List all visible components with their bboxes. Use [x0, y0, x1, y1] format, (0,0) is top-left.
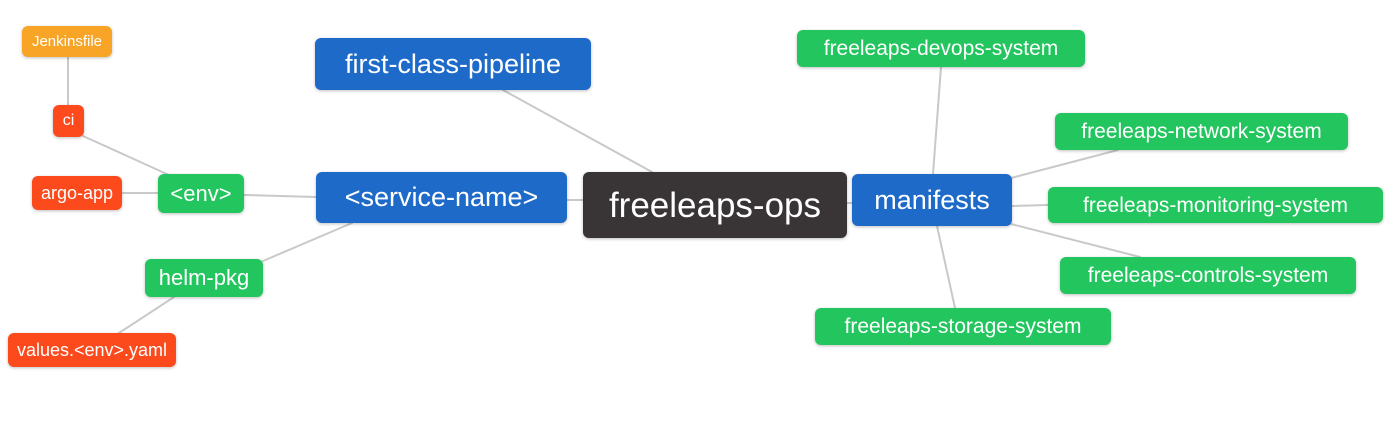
mindmap-node-monitoring-system[interactable]: freeleaps-monitoring-system	[1048, 187, 1383, 223]
mindmap-node-helm-pkg[interactable]: helm-pkg	[145, 259, 263, 297]
mindmap-node-ci[interactable]: ci	[53, 105, 84, 137]
edge-ci-env	[82, 135, 170, 176]
node-label: ci	[62, 112, 75, 129]
mindmap-node-manifests[interactable]: manifests	[852, 174, 1012, 226]
edge-manifests-devops-system	[932, 66, 942, 175]
node-label: freeleaps-controls-system	[1087, 264, 1329, 287]
node-label: argo-app	[40, 183, 114, 203]
node-label: <service-name>	[344, 182, 539, 212]
edge-helm-pkg-values-env-yaml	[118, 296, 175, 334]
node-label: freeleaps-devops-system	[823, 37, 1059, 60]
node-label: values.<env>.yaml	[16, 340, 168, 360]
node-label: Jenkinsfile	[31, 33, 103, 50]
node-label: freeleaps-ops	[608, 185, 822, 225]
mindmap-node-controls-system[interactable]: freeleaps-controls-system	[1060, 257, 1356, 294]
node-label: freeleaps-network-system	[1081, 120, 1322, 143]
edge-manifests-monitoring-system	[1011, 204, 1049, 207]
mindmap-node-devops-system[interactable]: freeleaps-devops-system	[797, 30, 1085, 67]
mindmap-node-storage-system[interactable]: freeleaps-storage-system	[815, 308, 1111, 345]
node-label: first-class-pipeline	[344, 48, 562, 79]
edge-manifests-storage-system	[936, 225, 956, 309]
mindmap-node-values-env-yaml[interactable]: values.<env>.yaml	[8, 333, 176, 367]
edge-first-class-pipeline-freeleaps-ops	[502, 89, 653, 173]
mindmap-node-first-class-pipeline[interactable]: first-class-pipeline	[315, 38, 591, 90]
edge-service-name-helm-pkg	[262, 222, 353, 262]
edge-manifests-network-system	[1010, 149, 1119, 179]
edge-manifests-controls-system	[1010, 223, 1141, 258]
edge-env-service-name	[243, 194, 317, 198]
mindmap-node-argo-app[interactable]: argo-app	[32, 176, 122, 210]
mindmap-node-jenkinsfile[interactable]: Jenkinsfile	[22, 26, 112, 57]
node-label: helm-pkg	[158, 265, 250, 290]
node-label: freeleaps-monitoring-system	[1083, 193, 1348, 217]
mindmap-node-freeleaps-ops[interactable]: freeleaps-ops	[583, 172, 847, 238]
node-label: <env>	[170, 180, 232, 206]
node-label: freeleaps-storage-system	[844, 315, 1082, 338]
node-label: manifests	[874, 184, 990, 215]
mindmap-node-service-name[interactable]: <service-name>	[316, 172, 567, 223]
mindmap-node-env[interactable]: <env>	[158, 174, 244, 213]
mindmap-node-network-system[interactable]: freeleaps-network-system	[1055, 113, 1348, 150]
